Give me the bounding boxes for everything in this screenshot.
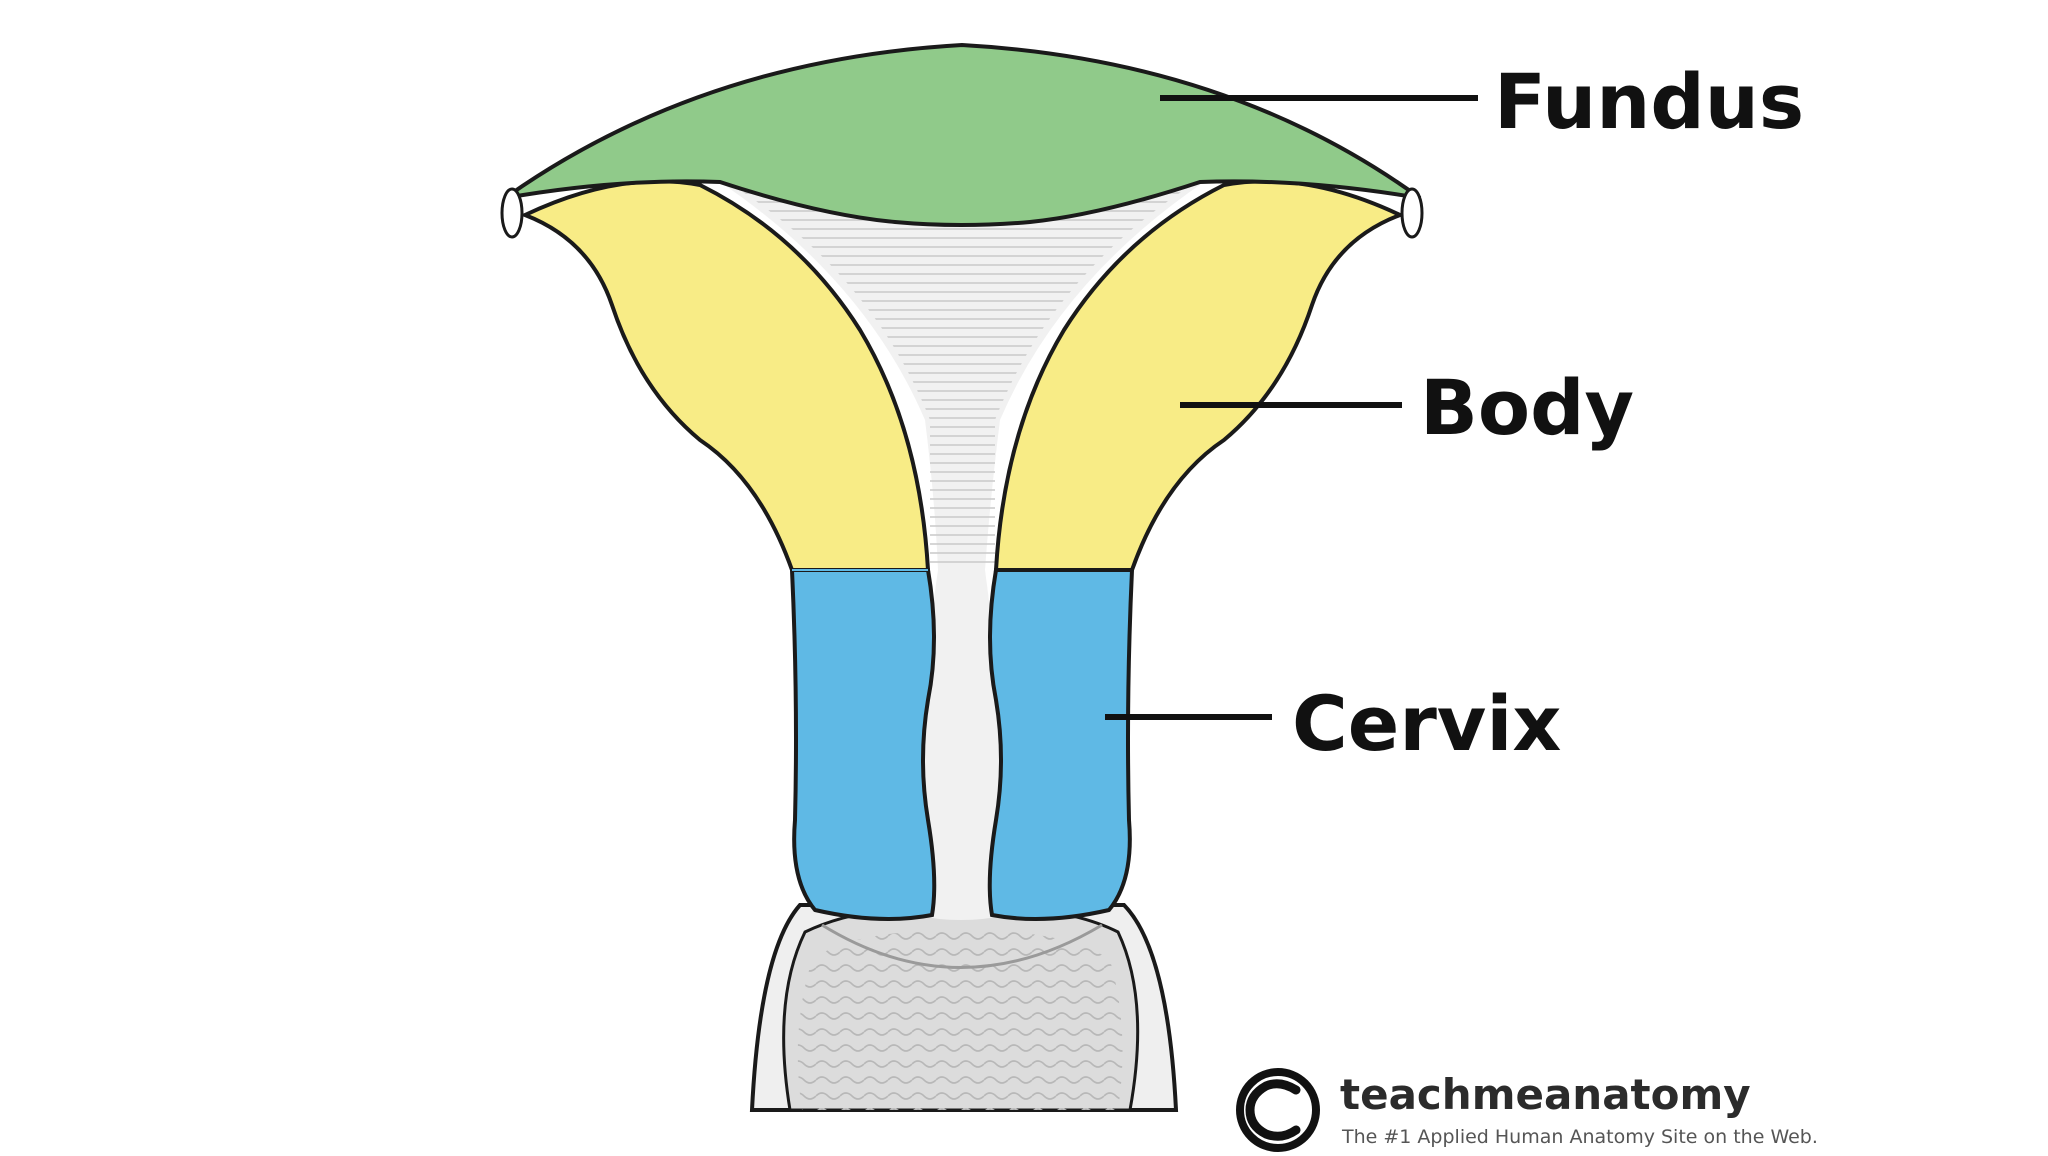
body-label: Body [1420, 363, 1635, 452]
vaginal-rugae [797, 930, 1123, 1110]
right-tube-stump [1400, 187, 1424, 239]
left-tube-stump [500, 187, 524, 239]
cavity-hatching [740, 179, 1184, 570]
cervix-left [789, 568, 937, 921]
logo-brand-text: teachmeanatomy [1340, 1070, 1751, 1119]
fundus-region [503, 42, 1422, 227]
vaginal-fornix [821, 923, 1103, 969]
cervix-right [987, 568, 1135, 921]
body-left [519, 179, 931, 572]
body-right [993, 179, 1406, 572]
cervix-label: Cervix [1292, 679, 1562, 768]
fundus-label: Fundus [1494, 57, 1805, 146]
logo-tagline: The #1 Applied Human Anatomy Site on the… [1342, 1126, 1818, 1148]
copyright-icon [1236, 1068, 1320, 1152]
